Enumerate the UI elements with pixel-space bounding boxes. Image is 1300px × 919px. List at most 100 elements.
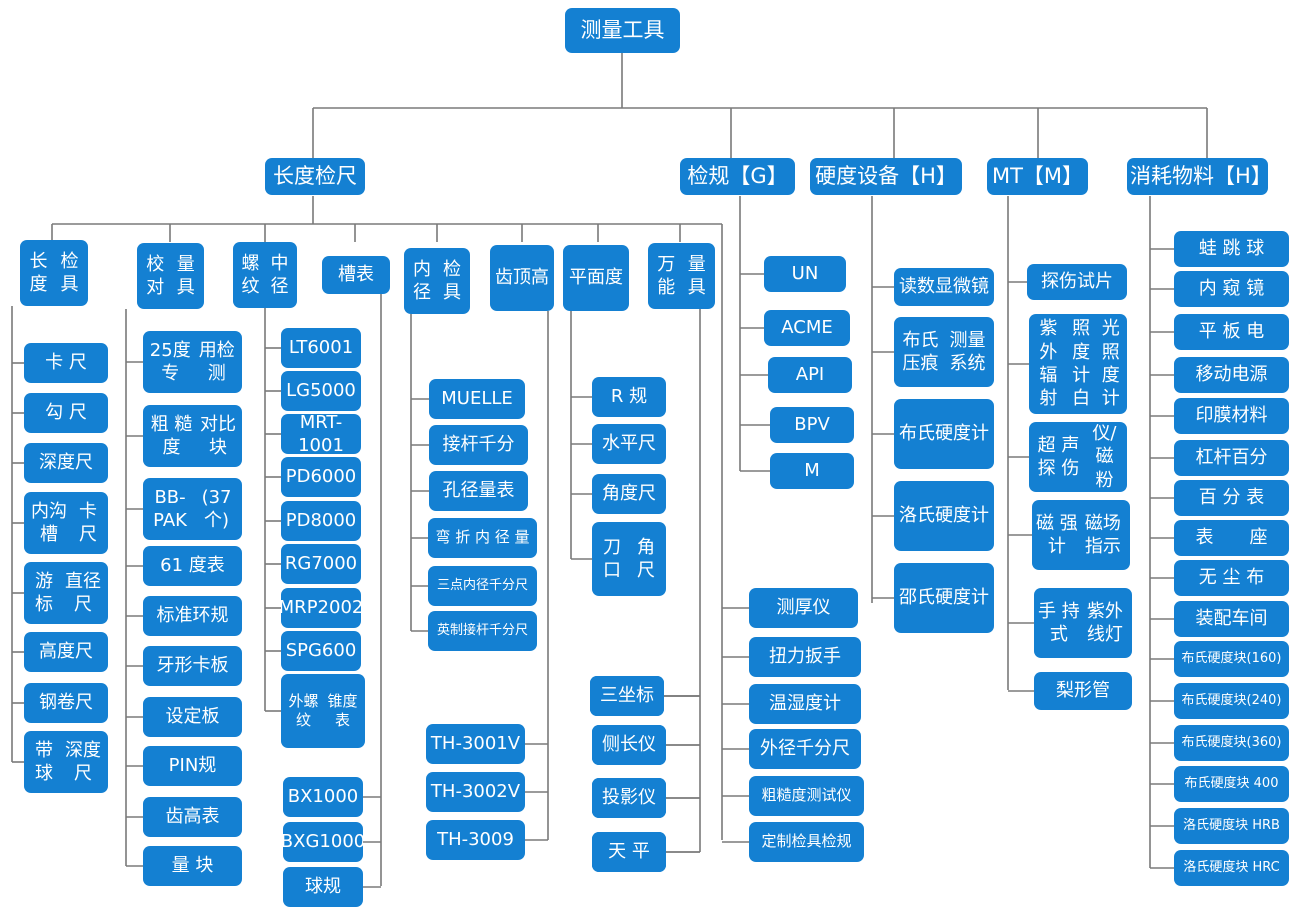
item-flatness-3: 角度尺 [592, 474, 666, 514]
item-thread-1: LT6001 [281, 328, 361, 368]
item-thread-9: 外螺纹锥度表 [281, 674, 365, 748]
gauge-item-un: UN [764, 256, 846, 292]
item-thread-2: LG5000 [281, 371, 361, 411]
hardness-item-5: 邵氏硬度计 [894, 563, 994, 633]
hardness-item-3-line-1: 布氏 [899, 423, 935, 445]
category-consumables: 消耗物料【H】 [1127, 158, 1268, 195]
group-tooth-title-line-1: 齿顶 [495, 267, 531, 289]
group-universal-title-line-2: 量具 [687, 253, 706, 298]
item-universal-1: 测厚仪 [749, 588, 858, 628]
hardness-item-1: 读数显微镜 [894, 268, 994, 306]
consumable-item-4: 移动电源 [1174, 357, 1289, 393]
consumable-item-8: 表 座 [1174, 520, 1289, 556]
hardness-item-3: 布氏硬度计 [894, 399, 994, 469]
item-universal-3: 温湿度计 [749, 684, 861, 724]
gauge-item-acme: ACME [764, 310, 850, 346]
mt-item-6: 梨形管 [1034, 672, 1132, 710]
mt-item-3: 超 声 探 伤仪/磁 粉 [1029, 422, 1127, 492]
item-calibration-3: BB-PAK(37 个) [143, 478, 242, 540]
hardness-item-2-line-1: 布氏压痕 [902, 329, 939, 374]
item-flatness-5: 三坐标 [590, 676, 664, 716]
item-calibration-2-line-1: 粗 糙 度 [150, 413, 193, 458]
item-calibration-1-line-2: 用检测 [198, 339, 235, 384]
item-length-gauge-6: 高度尺 [24, 632, 108, 672]
hardness-item-4: 洛氏硬度计 [894, 481, 994, 551]
hardness-item-2: 布氏压痕测量系统 [894, 317, 994, 387]
item-flatness-1: R 规 [592, 377, 666, 417]
consumable-item-10: 装配车间 [1174, 601, 1289, 637]
consumable-item-14: 布氏硬度块 400 [1174, 766, 1289, 802]
group-universal-title: 万能量具 [648, 243, 715, 309]
item-length-gauge-5-line-1: 游 标 [35, 570, 53, 615]
item-length-gauge-5-line-2: 直径尺 [65, 570, 101, 615]
item-groove-3: 球规 [283, 867, 363, 907]
item-calibration-6: 牙形卡板 [143, 646, 242, 686]
root-measuring-tools: 测量工具 [565, 8, 680, 53]
group-length-gauge-title-line-1: 长度 [29, 250, 48, 295]
item-length-gauge-4-line-2: 卡 尺 [79, 500, 97, 545]
mt-item-4-line-2: 磁场指示 [1084, 512, 1121, 557]
item-calibration-10: 量 块 [143, 846, 242, 886]
group-flatness-title-line-1: 平面 [569, 267, 605, 289]
consumable-item-15: 洛氏硬度块 HRB [1174, 808, 1289, 844]
category-length: 长度检尺 [265, 158, 365, 195]
item-flatness-4: 刀 口角 尺 [592, 522, 666, 596]
item-length-gauge-8-line-2: 深度尺 [65, 739, 101, 784]
category-mt: MT【M】 [987, 158, 1088, 195]
item-length-gauge-7: 钢卷尺 [24, 683, 108, 723]
item-length-gauge-3: 深度尺 [24, 443, 108, 483]
mt-item-2-line-3: 光照度计 [1101, 318, 1120, 410]
gauge-item-m: M [770, 453, 854, 489]
item-calibration-1: 25度专用检测 [143, 331, 242, 393]
item-thread-9-line-1: 外螺纹 [288, 691, 319, 730]
item-length-gauge-4: 内沟槽卡 尺 [24, 492, 108, 554]
consumable-item-3: 平 板 电 [1174, 314, 1289, 350]
item-length-gauge-2: 勾 尺 [24, 393, 108, 433]
hardness-item-5-line-2: 硬度计 [935, 587, 989, 609]
group-calibration-title: 校对量具 [137, 243, 204, 309]
group-tooth-title: 齿顶高 [490, 245, 554, 311]
item-length-gauge-8-line-1: 带 球 [35, 739, 53, 784]
consumable-item-16: 洛氏硬度块 HRC [1174, 850, 1289, 886]
item-flatness-4-line-2: 角 尺 [637, 536, 655, 581]
item-flatness-6: 侧长仪 [592, 725, 666, 765]
group-groove-title-line-1: 槽表 [338, 264, 374, 286]
item-thread-3: MRT-1001 [281, 414, 361, 454]
group-calibration-title-line-1: 校对 [146, 253, 165, 298]
group-length-gauge-title: 长度检具 [20, 240, 88, 306]
item-calibration-5: 标准环规 [143, 596, 242, 636]
item-thread-9-line-2: 锥度表 [327, 691, 358, 730]
group-calibration-title-line-2: 量具 [176, 253, 195, 298]
gauge-item-bpv: BPV [770, 407, 854, 443]
group-flatness-title: 平面度 [563, 245, 629, 311]
mt-item-4-line-1: 磁 强 计 [1036, 512, 1078, 557]
item-bore-1: MUELLE [429, 379, 525, 419]
consumable-item-9: 无 尘 布 [1174, 560, 1289, 596]
group-bore-title: 内径检具 [404, 248, 470, 314]
item-length-gauge-5: 游 标直径尺 [24, 562, 108, 624]
item-calibration-3-line-1: BB-PAK [153, 486, 187, 531]
item-flatness-7: 投影仪 [592, 778, 666, 818]
category-hardness: 硬度设备【H】 [810, 158, 962, 195]
consumable-item-13: 布氏硬度块(360) [1174, 725, 1289, 761]
item-length-gauge-4-line-1: 内沟槽 [31, 500, 67, 545]
mt-item-4: 磁 强 计磁场指示 [1032, 500, 1130, 570]
item-thread-4: PD6000 [281, 457, 361, 497]
gauge-item-api: API [768, 357, 852, 393]
item-thread-6: RG7000 [281, 544, 361, 584]
item-bore-4: 弯 折 内 径 量 [428, 518, 537, 558]
group-flatness-title-line-2: 度 [605, 267, 623, 289]
item-universal-4: 外径千分尺 [749, 729, 861, 769]
item-thread-8: SPG600 [281, 631, 361, 671]
item-universal-2: 扭力扳手 [749, 637, 861, 677]
item-calibration-8: PIN规 [143, 746, 242, 786]
item-groove-1: BX1000 [283, 777, 363, 817]
consumable-item-7: 百 分 表 [1174, 480, 1289, 516]
item-calibration-2: 粗 糙 度对比块 [143, 405, 242, 467]
item-calibration-2-line-2: 对比块 [199, 413, 236, 458]
item-bore-3: 孔径量表 [429, 471, 528, 511]
mt-item-2-line-1: 紫 外 辐 射 [1039, 318, 1058, 410]
group-thread-title-line-1: 螺纹 [241, 252, 260, 297]
hardness-item-4-line-1: 洛氏 [899, 505, 935, 527]
item-thread-5: PD8000 [281, 501, 361, 541]
